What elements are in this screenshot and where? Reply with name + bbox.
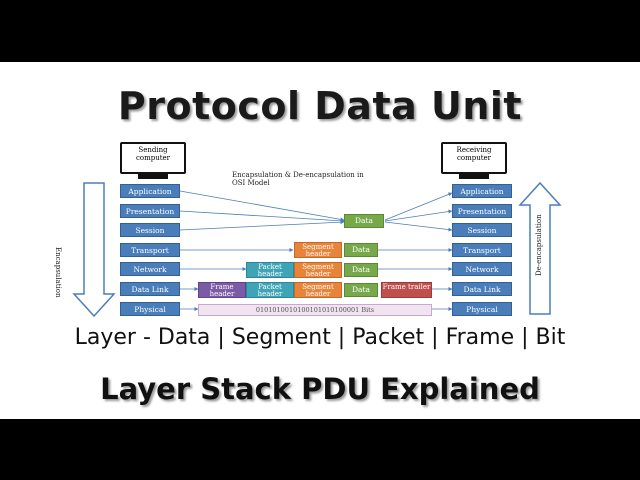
sending-computer-label: Sending computer — [135, 146, 171, 162]
receiver-layer-transport: Transport — [452, 243, 512, 257]
receiving-computer-stand — [459, 174, 489, 179]
encapsulation-label: Encapsulation — [54, 247, 62, 298]
pdu-data-upper: Data — [344, 214, 384, 228]
diagram-caption: Encapsulation & De-encapsulation in OSI … — [232, 171, 364, 187]
de-encapsulation-arrow — [518, 181, 562, 315]
receiver-layer-data-link: Data Link — [452, 282, 512, 296]
pdu-list-subtitle: Layer - Data | Segment | Packet | Frame … — [74, 325, 566, 350]
segment-header-network: Segment header — [294, 262, 342, 278]
sender-layer-application: Application — [120, 184, 180, 198]
page-title: Protocol Data Unit — [117, 84, 523, 128]
segment-header-transport: Segment header — [294, 242, 342, 258]
receiver-layer-network: Network — [452, 262, 512, 276]
encapsulation-arrow — [72, 182, 116, 318]
receiver-layer-application: Application — [452, 184, 512, 198]
pdu-data-data-link: Data — [344, 283, 378, 297]
sender-layer-presentation: Presentation — [120, 204, 180, 218]
sender-layer-data-link: Data Link — [120, 282, 180, 296]
de-encapsulation-label: De-encapsulation — [535, 214, 543, 276]
frame-header: Frame header — [198, 282, 246, 298]
physical-bits: 0101010010100101010100001 Bits — [198, 304, 432, 316]
receiver-layer-presentation: Presentation — [452, 204, 512, 218]
sender-layer-physical: Physical — [120, 302, 180, 316]
sending-computer-stand — [138, 174, 168, 179]
pdu-data-transport: Data — [344, 243, 378, 257]
sender-layer-session: Session — [120, 223, 180, 237]
receiving-computer-label: Receiving computer — [456, 146, 492, 162]
sending-computer-icon: Sending computer — [120, 142, 186, 174]
tagline: Layer Stack PDU Explained — [100, 372, 540, 406]
receiver-layer-session: Session — [452, 223, 512, 237]
packet-header-data-link: Packet header — [246, 282, 294, 298]
segment-header-data-link: Segment header — [294, 282, 342, 298]
sender-layer-transport: Transport — [120, 243, 180, 257]
frame-trailer: Frame trailer — [381, 282, 432, 298]
receiver-layer-physical: Physical — [452, 302, 512, 316]
pdu-data-network: Data — [344, 263, 378, 277]
receiving-computer-icon: Receiving computer — [441, 142, 507, 174]
packet-header-network: Packet header — [246, 262, 294, 278]
sender-layer-network: Network — [120, 262, 180, 276]
